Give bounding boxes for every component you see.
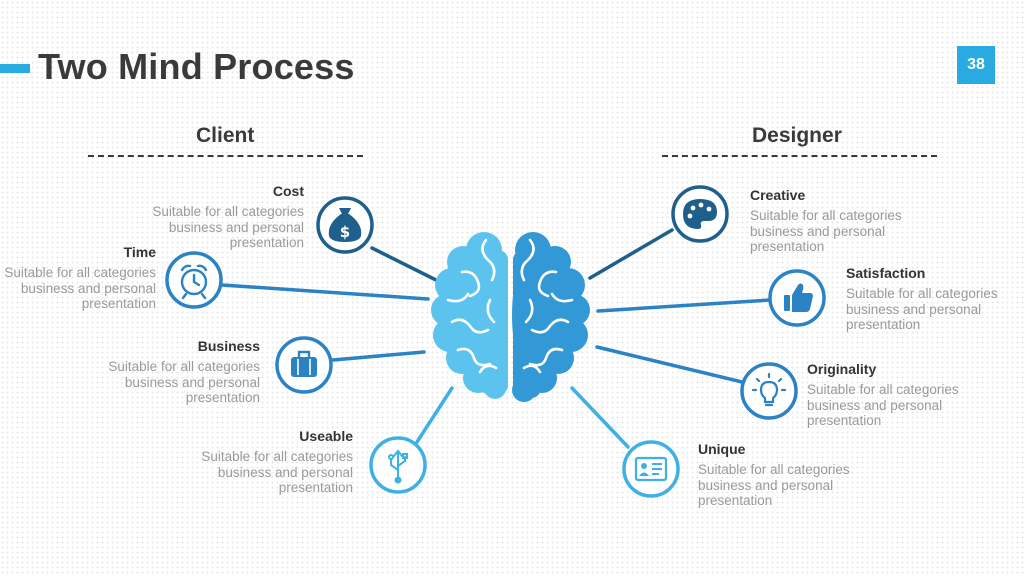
item-description: Suitable for all categories business and…: [846, 286, 998, 332]
connector-time: [220, 283, 430, 301]
brain-icon: [431, 232, 590, 402]
client-item-business: Business Suitable for all categories bus…: [90, 338, 260, 406]
palette-icon: [683, 199, 717, 229]
designer-item-satisfaction: Satisfaction Suitable for all categories…: [846, 265, 1016, 333]
connector-business: [331, 350, 426, 362]
client-item-useable: Useable Suitable for all categories busi…: [183, 428, 353, 496]
item-title: Satisfaction: [846, 265, 926, 281]
slide-title: Two Mind Process: [38, 46, 355, 87]
money-bag-icon: $: [328, 208, 362, 242]
item-title: Cost: [272, 183, 304, 199]
satisfaction-node: [768, 269, 826, 327]
item-description: Suitable for all categories business and…: [698, 462, 850, 508]
connector-cost: [370, 246, 442, 284]
thumbs-up-icon: [784, 283, 813, 312]
item-title: Useable: [299, 428, 353, 444]
unique-node: [622, 440, 680, 498]
connector-useable: [415, 386, 454, 444]
briefcase-icon: [291, 350, 317, 377]
connector-satisfaction: [596, 298, 772, 313]
item-title: Originality: [807, 361, 877, 377]
client-item-time: Time Suitable for all categories busines…: [0, 244, 156, 312]
connector-creative: [588, 228, 674, 280]
connector-lines: [220, 228, 772, 449]
cost-node: $: [316, 196, 374, 254]
alarm-clock-icon: [180, 264, 208, 300]
item-title: Unique: [698, 441, 746, 457]
item-description: Suitable for all categories business and…: [201, 449, 353, 495]
originality-node: [740, 362, 798, 420]
designer-item-originality: Originality Suitable for all categories …: [807, 361, 977, 429]
item-description: Suitable for all categories business and…: [4, 265, 156, 311]
svg-text:$: $: [340, 223, 350, 241]
creative-node: [671, 185, 729, 243]
designer-item-creative: Creative Suitable for all categories bus…: [750, 187, 920, 255]
item-title: Creative: [750, 187, 806, 203]
business-node: [275, 336, 333, 394]
client-heading: Client: [196, 124, 255, 147]
designer-divider: [662, 155, 937, 157]
item-description: Suitable for all categories business and…: [807, 382, 959, 428]
item-description: Suitable for all categories business and…: [152, 204, 304, 250]
page-number-badge: 38: [957, 46, 995, 84]
usb-icon: [388, 449, 408, 484]
brain-folds: [446, 238, 574, 374]
item-title: Business: [197, 338, 260, 354]
item-description: Suitable for all categories business and…: [750, 208, 902, 254]
client-divider: [88, 155, 363, 157]
useable-node: [369, 436, 427, 494]
accent-bar: [0, 64, 30, 73]
lightbulb-icon: [751, 372, 787, 407]
id-card-icon: [634, 456, 668, 482]
time-node: [165, 251, 223, 309]
designer-heading: Designer: [752, 124, 842, 147]
connector-unique: [570, 386, 630, 449]
designer-item-unique: Unique Suitable for all categories busin…: [698, 441, 868, 509]
item-description: Suitable for all categories business and…: [108, 359, 260, 405]
brain-left-hemisphere: [431, 232, 508, 399]
item-title: Time: [123, 244, 156, 260]
client-item-cost: Cost Suitable for all categories busines…: [134, 183, 304, 251]
brain-right-hemisphere: [512, 232, 590, 402]
connector-originality: [595, 345, 744, 384]
